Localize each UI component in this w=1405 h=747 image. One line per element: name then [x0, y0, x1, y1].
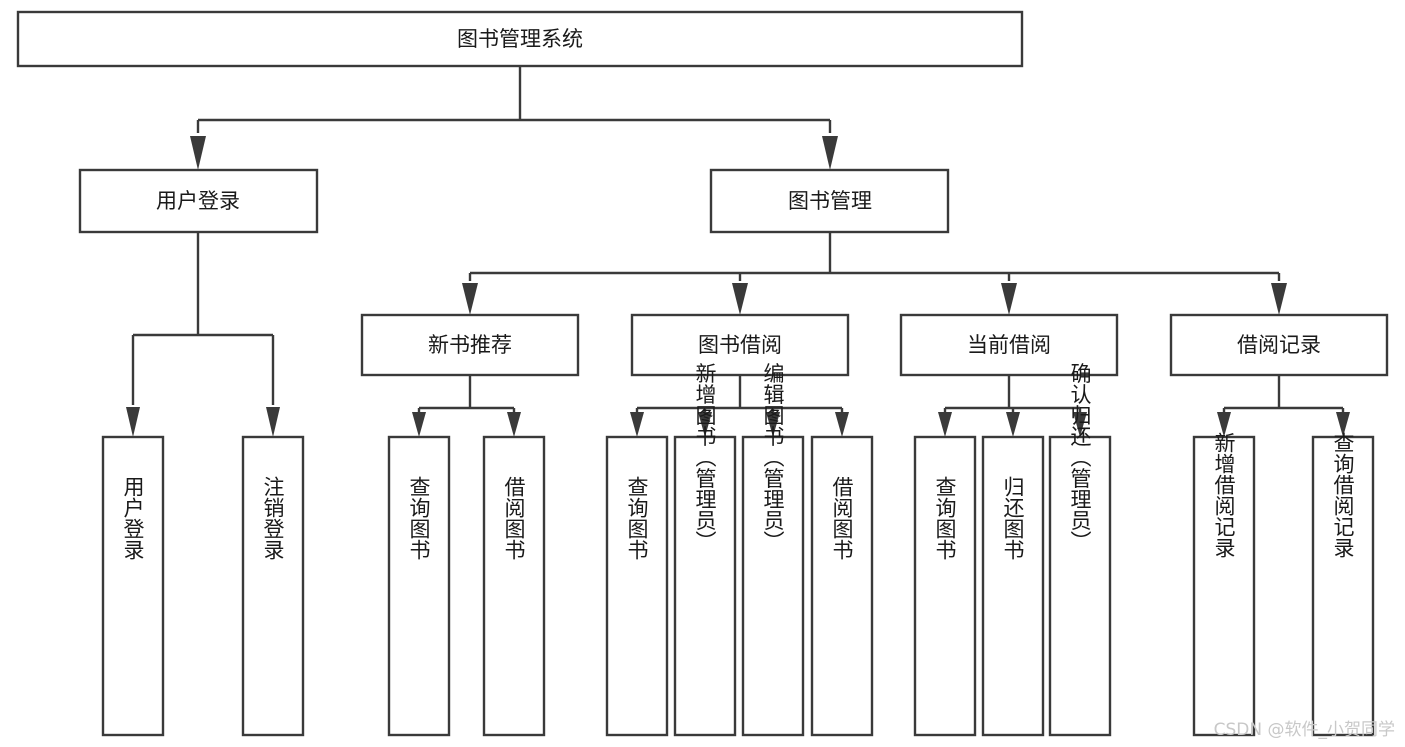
node-book-borrow[interactable]: 图书借阅	[630, 313, 850, 377]
arrow-bookmgmt-to-book-borrow	[732, 283, 748, 315]
arrow-root-to-bookmgmt	[822, 136, 838, 170]
leaf-borrow-record-2[interactable]: 查询借阅记录	[1311, 432, 1375, 737]
leaf-book-borrow-2[interactable]: 新增图书（管理员）	[673, 363, 737, 737]
leaf-current-borrow-1[interactable]: 查询图书	[913, 435, 977, 737]
arrow-bookborrow-to-leaf2	[698, 412, 712, 437]
leaf-book-borrow-4-box[interactable]	[810, 435, 874, 737]
arrow-currentborrow-to-leaf3	[1073, 412, 1087, 437]
leaf-current-borrow-3-box[interactable]	[1048, 435, 1112, 737]
leaf-user-login-1[interactable]: 用户登录	[101, 435, 165, 737]
node-user-login-label: 用户登录	[156, 189, 240, 213]
node-current-borrow-box[interactable]	[899, 313, 1119, 377]
connector-group-current-borrow	[938, 375, 1087, 437]
leaf-book-borrow-1[interactable]: 查询图书	[605, 435, 669, 737]
arrow-borrowrecord-to-leaf2	[1336, 412, 1350, 437]
leaf-current-borrow-2-box[interactable]	[981, 435, 1045, 737]
leaf-borrow-record-1[interactable]: 新增借阅记录	[1192, 432, 1256, 737]
leaf-book-borrow-2-box[interactable]	[673, 435, 737, 737]
leaf-book-borrow-4[interactable]: 借阅图书	[810, 435, 874, 737]
arrow-bookborrow-to-leaf3	[766, 412, 780, 437]
arrow-newbook-to-leaf2	[507, 412, 521, 437]
arrow-root-to-userlogin	[190, 136, 206, 170]
arrow-bookmgmt-to-new-book	[462, 283, 478, 315]
node-new-book-recommend-label: 新书推荐	[428, 333, 512, 357]
node-new-book-recommend[interactable]: 新书推荐	[360, 313, 580, 377]
leaf-current-borrow-1-label: 查询图书	[933, 476, 957, 560]
node-book-management-box[interactable]	[709, 168, 950, 234]
arrow-currentborrow-to-leaf2	[1006, 412, 1020, 437]
node-borrow-record-label: 借阅记录	[1237, 333, 1321, 357]
connector-group-userlogin	[126, 232, 280, 437]
arrow-bookborrow-to-leaf1	[630, 412, 644, 437]
leaf-user-login-2-label: 注销登录	[261, 476, 285, 560]
arrow-bookmgmt-to-borrow-record	[1271, 283, 1287, 315]
node-borrow-record-box[interactable]	[1169, 313, 1389, 377]
node-book-borrow-box[interactable]	[630, 313, 850, 377]
arrow-borrowrecord-to-leaf1	[1217, 412, 1231, 437]
arrow-bookmgmt-to-current-borrow	[1001, 283, 1017, 315]
leaf-user-login-2[interactable]: 注销登录	[241, 435, 305, 737]
node-current-borrow-label: 当前借阅	[967, 333, 1051, 357]
connector-group-borrow-record	[1217, 375, 1350, 437]
leaf-book-borrow-2-label: 新增图书（管理员）	[693, 363, 717, 552]
node-user-login[interactable]: 用户登录	[78, 168, 319, 234]
leaf-new-book-1-label: 查询图书	[407, 476, 431, 560]
node-borrow-record[interactable]: 借阅记录	[1169, 313, 1389, 377]
arrow-userlogin-to-leaf1	[126, 407, 140, 437]
leaf-book-borrow-3-box[interactable]	[741, 435, 805, 737]
leaf-book-borrow-1-box[interactable]	[605, 435, 669, 737]
leaf-current-borrow-2-label: 归还图书	[1001, 476, 1025, 560]
leaf-user-login-1-label: 用户登录	[121, 476, 145, 560]
node-root-box[interactable]	[16, 10, 1024, 68]
arrow-newbook-to-leaf1	[412, 412, 426, 437]
csdn-watermark: CSDN @软件_小贺同学	[1214, 720, 1395, 740]
node-root[interactable]: 图书管理系统	[16, 10, 1024, 68]
leaf-current-borrow-3[interactable]: 确认归还（管理员）	[1048, 363, 1112, 737]
leaf-new-book-2-box[interactable]	[482, 435, 546, 737]
leaf-borrow-record-1-label: 新增借阅记录	[1212, 432, 1236, 558]
node-book-management[interactable]: 图书管理	[709, 168, 950, 234]
leaf-new-book-1[interactable]: 查询图书	[387, 435, 451, 737]
leaf-borrow-record-2-label: 查询借阅记录	[1331, 432, 1355, 558]
leaf-current-borrow-1-box[interactable]	[913, 435, 977, 737]
leaf-current-borrow-3-label: 确认归还（管理员）	[1068, 363, 1092, 552]
arrow-userlogin-to-leaf2	[266, 407, 280, 437]
connector-group-bookmgmt	[462, 232, 1287, 315]
leaf-book-borrow-3[interactable]: 编辑图书（管理员）	[741, 363, 805, 737]
leaf-borrow-record-1-box[interactable]	[1192, 435, 1256, 737]
node-root-label: 图书管理系统	[457, 27, 583, 51]
arrow-bookborrow-to-leaf4	[835, 412, 849, 437]
leaf-borrow-record-2-box[interactable]	[1311, 435, 1375, 737]
leaf-new-book-1-box[interactable]	[387, 435, 451, 737]
leaf-user-login-1-box[interactable]	[101, 435, 165, 737]
node-new-book-recommend-box[interactable]	[360, 313, 580, 377]
leaf-user-login-2-box[interactable]	[241, 435, 305, 737]
node-current-borrow[interactable]: 当前借阅	[899, 313, 1119, 377]
node-user-login-box[interactable]	[78, 168, 319, 234]
leaf-current-borrow-2[interactable]: 归还图书	[981, 435, 1045, 737]
connector-group-root	[190, 66, 838, 170]
node-book-management-label: 图书管理	[788, 189, 872, 213]
connector-group-new-book	[412, 375, 521, 437]
leaf-new-book-2-label: 借阅图书	[502, 476, 526, 560]
node-book-borrow-label: 图书借阅	[698, 333, 782, 357]
connector-group-book-borrow	[630, 375, 849, 437]
leaf-new-book-2[interactable]: 借阅图书	[482, 435, 546, 737]
leaf-book-borrow-3-label: 编辑图书（管理员）	[761, 363, 785, 552]
arrow-currentborrow-to-leaf1	[938, 412, 952, 437]
leaf-book-borrow-1-label: 查询图书	[625, 476, 649, 560]
leaf-book-borrow-4-label: 借阅图书	[830, 476, 854, 560]
